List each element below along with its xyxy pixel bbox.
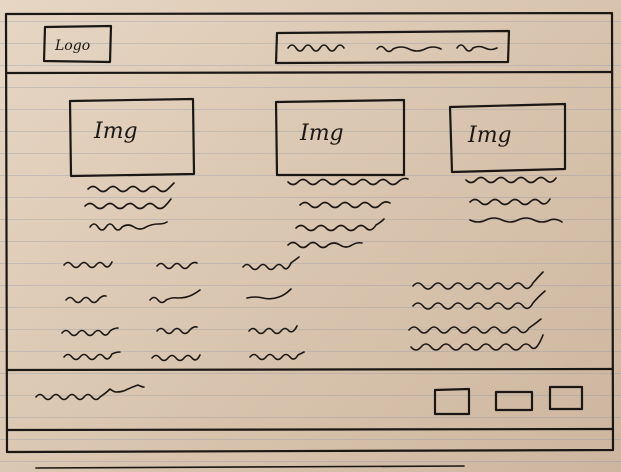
card-2-image-label: Img bbox=[299, 121, 344, 146]
card-3-image bbox=[448, 102, 567, 174]
card-2-text-line-3 bbox=[295, 218, 385, 232]
card-2-image bbox=[274, 98, 406, 177]
info-text-line-4 bbox=[410, 334, 544, 351]
header-divider bbox=[5, 70, 614, 75]
info-text-line-3 bbox=[408, 318, 542, 334]
link-column-3-item-3[interactable] bbox=[248, 325, 298, 335]
card-3-image-label: Img bbox=[467, 123, 512, 148]
link-column-3-item-2[interactable] bbox=[246, 288, 292, 300]
card-3[interactable]: Img bbox=[448, 102, 567, 223]
link-column-1 bbox=[61, 261, 121, 361]
link-column-3-item-4[interactable] bbox=[249, 351, 305, 361]
info-text-block bbox=[408, 271, 546, 351]
card-3-text-line-2 bbox=[469, 198, 551, 206]
link-column-2-item-2[interactable] bbox=[149, 289, 201, 304]
card-1[interactable]: Img bbox=[68, 97, 196, 231]
card-2-text-line-1 bbox=[287, 177, 409, 186]
nav-bar-box bbox=[274, 29, 511, 65]
card-1-text-line-3 bbox=[89, 221, 168, 231]
nav-item-2[interactable] bbox=[376, 45, 442, 53]
logo-box bbox=[42, 24, 113, 64]
card-2-text-line-4 bbox=[287, 241, 363, 249]
link-column-1-item-4[interactable] bbox=[63, 351, 121, 361]
footer-button-2[interactable] bbox=[494, 390, 534, 412]
page-frame bbox=[4, 11, 615, 454]
link-column-1-item-2[interactable] bbox=[65, 295, 107, 304]
footer-divider bbox=[5, 367, 614, 372]
link-column-1-item-1[interactable] bbox=[63, 261, 113, 269]
link-column-1-item-3[interactable] bbox=[61, 327, 119, 337]
link-column-2-item-4[interactable] bbox=[151, 354, 201, 362]
footer-button-3[interactable] bbox=[548, 385, 584, 411]
info-text-line-2 bbox=[412, 290, 546, 310]
info-text-line-1 bbox=[412, 271, 544, 290]
link-column-2-item-1[interactable] bbox=[156, 261, 198, 270]
card-2[interactable]: Img bbox=[274, 98, 409, 249]
link-column-3-item-1[interactable] bbox=[242, 256, 300, 271]
footer-text bbox=[35, 384, 145, 401]
footer-buttons bbox=[433, 385, 584, 416]
card-1-image-label: Img bbox=[93, 119, 138, 144]
card-2-text-line-2 bbox=[299, 201, 391, 209]
card-1-image bbox=[68, 97, 196, 178]
link-column-3 bbox=[242, 256, 305, 361]
footer-button-1[interactable] bbox=[433, 387, 471, 416]
card-1-text-line-1 bbox=[87, 182, 175, 193]
logo-label: Logo bbox=[54, 38, 90, 54]
card-1-text-line-2 bbox=[84, 198, 172, 210]
footer-bottom-line bbox=[5, 427, 615, 432]
logo[interactable]: Logo bbox=[42, 24, 113, 64]
nav-item-3[interactable] bbox=[456, 44, 498, 52]
card-3-text-line-1 bbox=[465, 176, 557, 184]
page-edge-stroke bbox=[35, 465, 465, 469]
link-column-2 bbox=[149, 261, 201, 362]
nav-bar[interactable] bbox=[274, 29, 511, 65]
nav-item-1[interactable] bbox=[287, 44, 345, 52]
card-3-text-line-3 bbox=[469, 217, 563, 223]
link-column-2-item-3[interactable] bbox=[156, 326, 198, 335]
